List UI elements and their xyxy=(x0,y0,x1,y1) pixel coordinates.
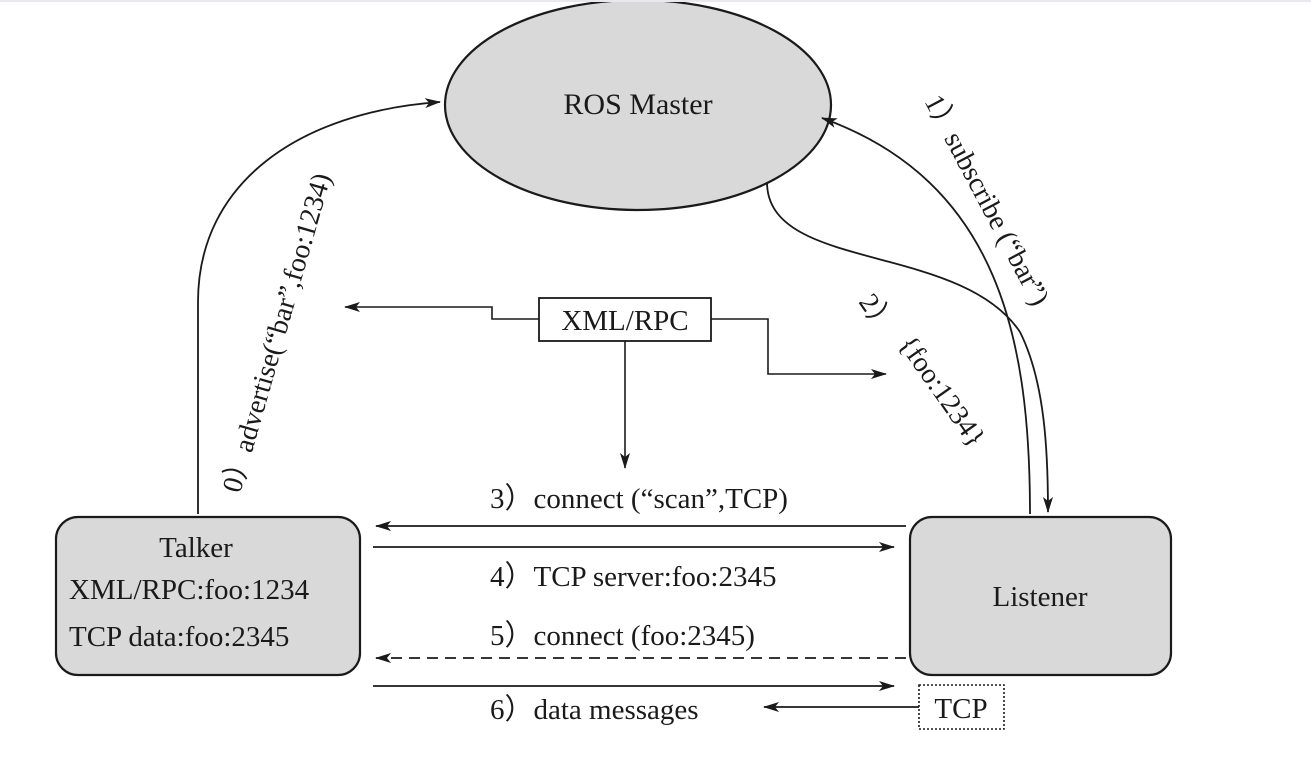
talker-title: Talker xyxy=(159,532,233,564)
subscribe-arrow xyxy=(821,117,1031,515)
talker-node: Talker XML/RPC:foo:1234 TCP data:foo:234… xyxy=(54,515,362,677)
step-4-tcp-server-label: 4）TCP server:foo:2345 xyxy=(490,561,776,593)
step-2-endpoint-label: {foo:1234} xyxy=(892,330,991,453)
step-0-advertise-label: 0）advertise(“bar”,foo:1234) xyxy=(216,169,338,495)
xmlrpc-label: XML/RPC xyxy=(561,305,688,337)
step-6-data-messages-label: 6）data messages xyxy=(490,694,699,726)
step-2-label: 2） xyxy=(852,288,902,341)
xmlrpc-to-advertise-arrow xyxy=(344,302,539,320)
talker-xmlrpc-address: XML/RPC:foo:1234 xyxy=(69,574,310,606)
advertise-arrow xyxy=(197,98,441,514)
tcp-label: TCP xyxy=(934,693,987,725)
listener-label: Listener xyxy=(992,581,1087,613)
step-3-connect-label: 3）connect (“scan”,TCP) xyxy=(490,483,788,515)
listener-node: Listener xyxy=(908,515,1173,677)
xmlrpc-to-reply-arrow xyxy=(711,318,887,379)
step-5-connect-label: 5）connect (foo:2345) xyxy=(490,620,755,652)
ros-master-node: ROS Master xyxy=(443,2,833,212)
master-reply-arrow xyxy=(766,181,1053,513)
tcp-box: TCP xyxy=(918,684,1005,730)
ros-master-label: ROS Master xyxy=(563,88,712,121)
talker-tcp-address: TCP data:foo:2345 xyxy=(69,621,289,653)
xmlrpc-box: XML/RPC xyxy=(538,297,712,342)
